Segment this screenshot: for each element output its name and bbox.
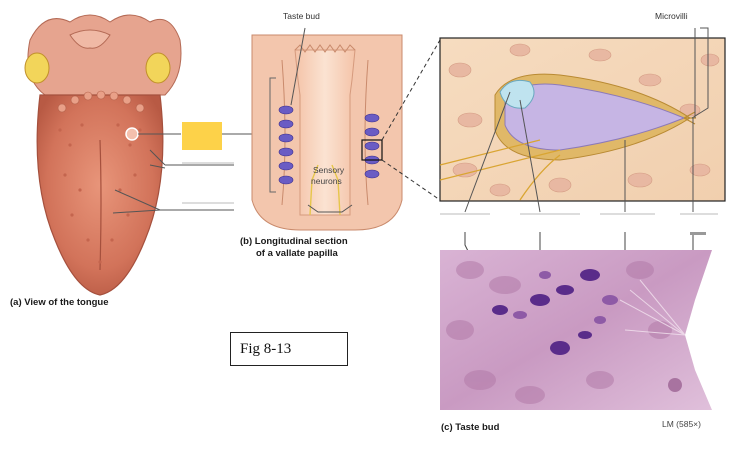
taste-bud-zoom-illustration <box>439 37 726 202</box>
sensory-neurons-label-line1: Sensory <box>313 165 345 175</box>
caption-a: (a) View of the tongue <box>10 297 109 308</box>
zoom-line <box>381 39 441 141</box>
micrograph <box>440 250 712 410</box>
tongue-leader-lines <box>112 133 268 214</box>
sensory-neurons-label: Sensory <box>313 165 344 175</box>
caption-c: (c) Taste bud <box>441 422 500 433</box>
zoom-line <box>381 159 441 201</box>
caption-b-line2: of a vallate papilla <box>256 248 338 259</box>
vallate-papilla-illustration <box>251 34 403 231</box>
label-placeholder-highlight <box>182 122 222 150</box>
taste-bud-label: Taste bud <box>283 11 320 21</box>
caption-b-line1: (b) Longitudinal section <box>240 236 348 247</box>
microvilli-leader <box>691 27 709 119</box>
sensory-neurons-label-line2: neurons <box>311 176 342 186</box>
taste-bud-leader-lines <box>464 91 694 213</box>
figure-label: Fig 8-13 <box>240 341 292 357</box>
small-divider <box>690 232 706 235</box>
figure-label-box: Fig 8-13 <box>230 332 348 366</box>
taste-bud-leader <box>290 27 306 106</box>
sensory-neurons-bracket <box>307 204 353 213</box>
microvilli-label: Microvilli <box>655 11 688 21</box>
tongue-illustration <box>24 14 182 296</box>
magnification-label: LM (585×) <box>662 419 701 429</box>
